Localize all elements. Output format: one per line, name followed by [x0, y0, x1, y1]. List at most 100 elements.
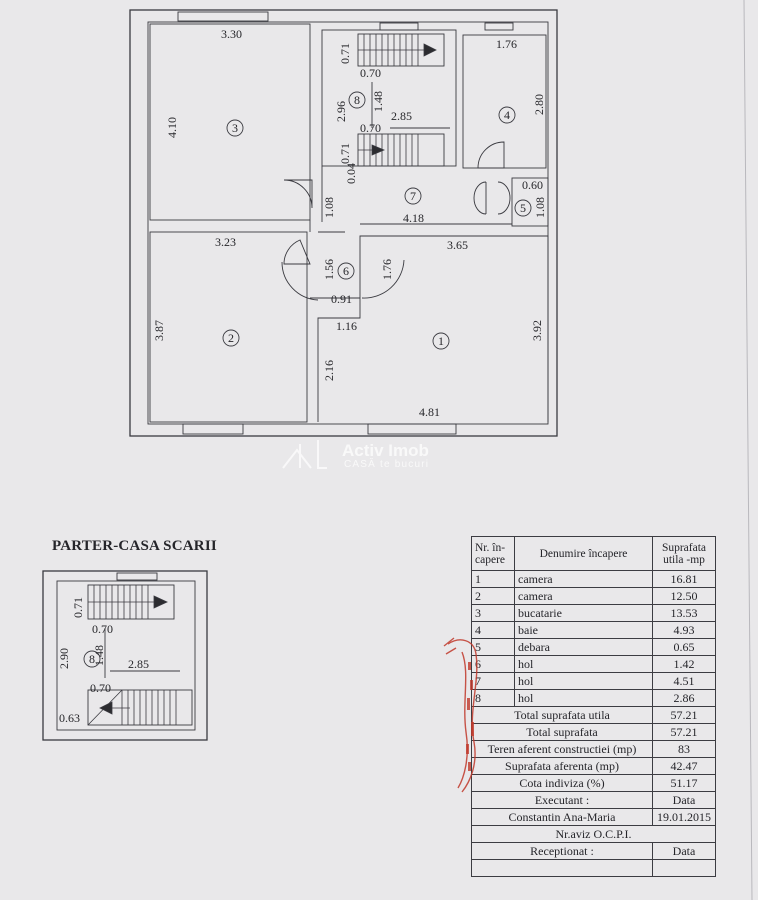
- window-room-1: [367, 423, 457, 435]
- summary-label: Executant :: [471, 791, 653, 809]
- stair-plan-room-number: 8: [89, 652, 95, 666]
- door-hall-6-arc: [281, 261, 319, 301]
- dim-room2-width: 3.23: [215, 235, 236, 249]
- stair-plan-outer: [42, 570, 208, 741]
- watermark-brand: Activ Imob: [342, 441, 429, 460]
- summary-value: 42.47: [652, 757, 716, 775]
- dim-room5-width: 0.60: [522, 178, 543, 192]
- room-3-outline: [149, 23, 311, 221]
- room-area-table: Nr. în- capere Denumire încapere Suprafa…: [471, 536, 716, 877]
- row-area: 1.42: [652, 655, 716, 673]
- stair-plan-dim-top-width: 0.70: [92, 622, 113, 636]
- room-5-outline: [511, 177, 549, 227]
- room-5-number: 5: [520, 201, 526, 215]
- summary-label: Teren aferent constructiei (mp): [471, 740, 653, 758]
- door-room-3: [283, 179, 313, 209]
- row-name: hol: [514, 672, 653, 690]
- stair-plan-dim-top-run: 0.71: [71, 597, 85, 618]
- stair-plan-inner: [56, 580, 196, 731]
- row-nr: 3: [471, 604, 515, 622]
- dim-stair-top-width: 0.70: [360, 66, 381, 80]
- dim-room3-height: 4.10: [165, 117, 179, 138]
- summary-label: Total suprafata: [471, 723, 653, 741]
- watermark-tagline: CASĂ te bucuri: [344, 457, 429, 470]
- dim-room1-notch-height: 2.16: [322, 360, 336, 381]
- receptionat-row: Receptionat :Data: [471, 842, 716, 860]
- row-nr: 4: [471, 621, 515, 639]
- summary-row: Executant :Data: [471, 791, 716, 809]
- dim-stair-top-run: 0.71: [338, 43, 352, 64]
- aviz-row: Nr.aviz O.C.P.I.: [471, 825, 716, 843]
- row-name: hol: [514, 655, 653, 673]
- blank-row: [471, 859, 716, 877]
- dim-stair-landing: 1.48: [371, 91, 385, 112]
- stair-plan-dim-landing: 1.48: [92, 645, 106, 666]
- row-nr: 7: [471, 672, 515, 690]
- room-number-markers: 3 2 1 4 5 6 7 8: [222, 91, 532, 350]
- stair-plan-dim-height: 2.90: [57, 648, 71, 669]
- summary-row: Teren aferent constructiei (mp)83: [471, 740, 716, 758]
- dim-room4-width: 1.76: [496, 37, 517, 51]
- door-room-5: [473, 181, 511, 215]
- row-area: 0.65: [652, 638, 716, 656]
- dim-room2-height: 3.87: [152, 320, 166, 341]
- row-name: camera: [514, 587, 653, 605]
- dim-room4-height: 2.80: [532, 94, 546, 115]
- row-name: camera: [514, 570, 653, 588]
- window-stair: [379, 22, 419, 31]
- summary-value: 57.21: [652, 723, 716, 741]
- row-nr: 2: [471, 587, 515, 605]
- row-area: 12.50: [652, 587, 716, 605]
- row-area: 4.51: [652, 672, 716, 690]
- door-room-1-arc: [361, 259, 405, 299]
- dim-room5-height: 1.08: [533, 197, 547, 218]
- dim-stair-gap: 0.04: [344, 163, 358, 184]
- window-room-2: [182, 423, 244, 435]
- summary-value: 83: [652, 740, 716, 758]
- room-8-number: 8: [354, 93, 360, 107]
- dim-room1-bottom: 4.81: [419, 405, 440, 419]
- watermark-logo: Activ Imob CASĂ te bucuri: [282, 440, 429, 470]
- summary-label: Total suprafata utila: [471, 706, 653, 724]
- room-7-number: 7: [410, 189, 416, 203]
- outer-wall-outer: [129, 9, 558, 437]
- main-plan: 3 2 1 4 5 6 7 8 3.30 4.10 3.23 3.87 3.65…: [129, 9, 558, 437]
- row-area: 16.81: [652, 570, 716, 588]
- summary-row: Suprafata aferenta (mp)42.47: [471, 757, 716, 775]
- summary-label: Suprafata aferenta (mp): [471, 757, 653, 775]
- row-name: baie: [514, 621, 653, 639]
- row-nr: 6: [471, 655, 515, 673]
- plan-dimensions: 3.30 4.10 3.23 3.87 3.65 3.92 4.81 1.16 …: [152, 27, 547, 419]
- summary-value: Data: [652, 791, 716, 809]
- stairs-lower: [357, 133, 445, 167]
- summary-label: Cota indiviza (%): [471, 774, 653, 792]
- stairs-upper: [357, 33, 445, 67]
- summary-value: 19.01.2015: [652, 808, 716, 826]
- dim-room1-width: 3.65: [447, 238, 468, 252]
- header-room-area: Suprafata utila -mp: [652, 536, 716, 571]
- header-room-number: Nr. în- capere: [471, 536, 515, 571]
- receptionat-label: Receptionat :: [471, 842, 653, 860]
- dim-hall6-bottom: 0.91: [331, 292, 352, 306]
- row-nr: 8: [471, 689, 515, 707]
- room-4-outline: [462, 34, 547, 169]
- summary-row: Cota indiviza (%)51.17: [471, 774, 716, 792]
- row-area: 2.86: [652, 689, 716, 707]
- stair-plan-dim-width: 2.85: [128, 657, 149, 671]
- row-nr: 5: [471, 638, 515, 656]
- receptionat-value: Data: [652, 842, 716, 860]
- room-4-number: 4: [504, 108, 510, 122]
- room-2-number: 2: [228, 331, 234, 345]
- dim-hall6-left: 1.56: [322, 259, 336, 280]
- stair-plan-dim-bottom-width: 0.70: [90, 681, 111, 695]
- summary-value: 57.21: [652, 706, 716, 724]
